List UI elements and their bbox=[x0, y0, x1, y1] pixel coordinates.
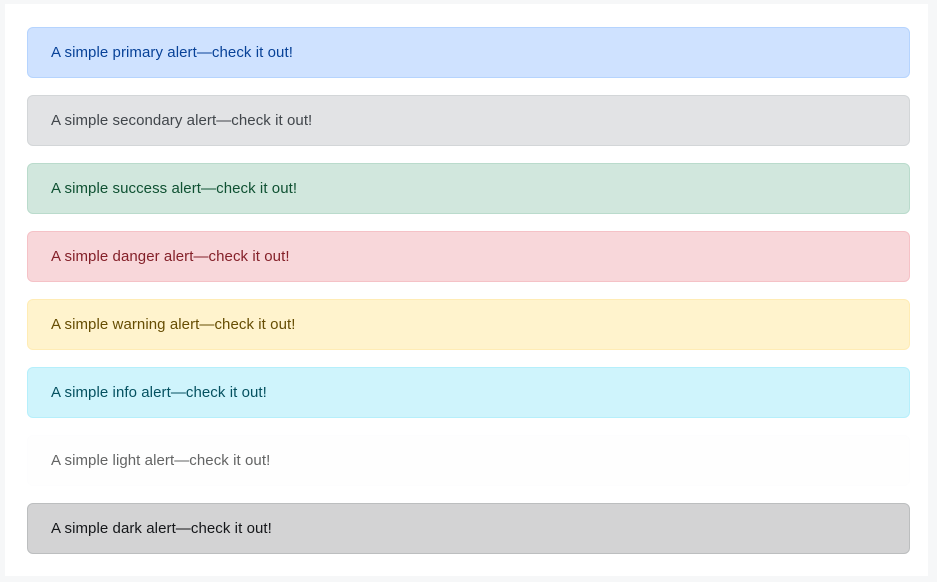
alert-primary: A simple primary alert—check it out! bbox=[27, 27, 910, 78]
alert-success: A simple success alert—check it out! bbox=[27, 163, 910, 214]
alert-light-text: A simple light alert—check it out! bbox=[51, 452, 271, 469]
alert-success-text: A simple success alert—check it out! bbox=[51, 180, 298, 197]
alert-warning-text: A simple warning alert—check it out! bbox=[51, 316, 296, 333]
alert-danger: A simple danger alert—check it out! bbox=[27, 231, 910, 282]
alert-info: A simple info alert—check it out! bbox=[27, 367, 910, 418]
alert-light: A simple light alert—check it out! bbox=[27, 435, 910, 486]
alert-dark: A simple dark alert—check it out! bbox=[27, 503, 910, 554]
alert-dark-text: A simple dark alert—check it out! bbox=[51, 520, 272, 537]
alert-primary-text: A simple primary alert—check it out! bbox=[51, 44, 293, 61]
page-card: A simple primary alert—check it out! A s… bbox=[5, 4, 928, 576]
alert-warning: A simple warning alert—check it out! bbox=[27, 299, 910, 350]
alert-secondary-text: A simple secondary alert—check it out! bbox=[51, 112, 313, 129]
alert-danger-text: A simple danger alert—check it out! bbox=[51, 248, 290, 265]
alert-info-text: A simple info alert—check it out! bbox=[51, 384, 267, 401]
alert-list: A simple primary alert—check it out! A s… bbox=[27, 27, 910, 554]
alert-secondary: A simple secondary alert—check it out! bbox=[27, 95, 910, 146]
